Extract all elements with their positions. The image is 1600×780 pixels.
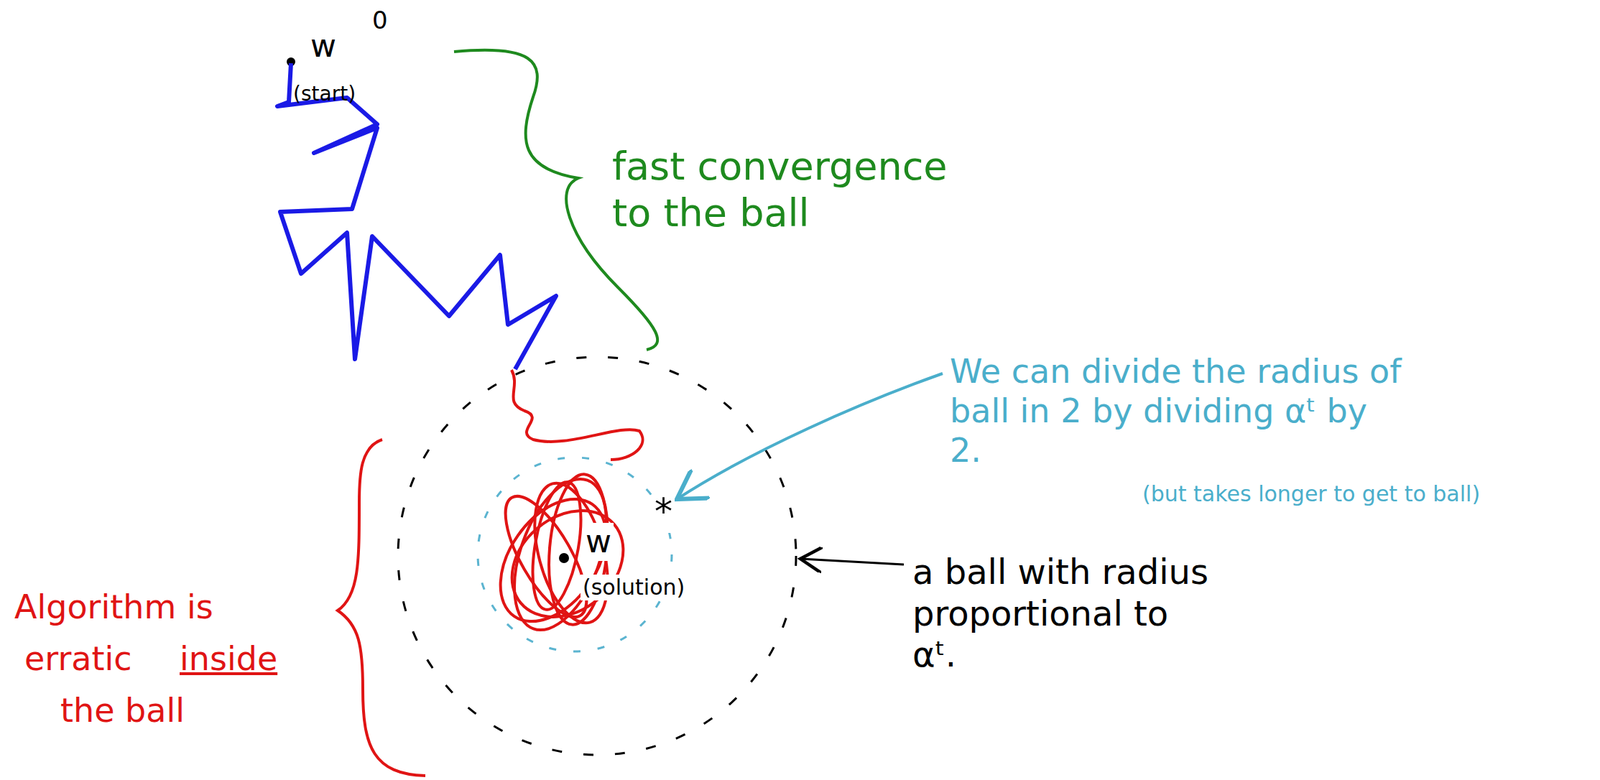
- fast-path: [277, 63, 557, 370]
- black-arrow: [800, 558, 904, 565]
- red-brace: [337, 439, 426, 776]
- erratic-note: the ball: [60, 691, 185, 731]
- erratic-note: inside: [179, 639, 278, 679]
- erratic-scribble: [478, 466, 645, 643]
- erratic-note: erratic: [24, 639, 133, 679]
- divide-note: We can divide the radius of ball in 2 by…: [949, 352, 1407, 472]
- inner-ball: [477, 457, 672, 652]
- solution-dot: [558, 553, 570, 564]
- erratic-entry: [511, 370, 643, 460]
- solution-symbol: w: [583, 523, 614, 562]
- start-note: (start): [293, 81, 356, 107]
- ball-note: a ball with radius proportional to αᵗ.: [912, 551, 1213, 677]
- solution-note: (solution): [580, 574, 687, 601]
- divide-aside: (but takes longer to get to ball): [1142, 481, 1481, 508]
- superscript: 0: [372, 5, 388, 36]
- start-symbol: w: [310, 27, 337, 66]
- star-symbol: *: [652, 489, 675, 534]
- outer-ball: [398, 357, 797, 756]
- convergence-note: fast convergence to the ball: [612, 143, 952, 238]
- cyan-arrow: [676, 373, 943, 500]
- erratic-note: Algorithm is: [14, 587, 214, 628]
